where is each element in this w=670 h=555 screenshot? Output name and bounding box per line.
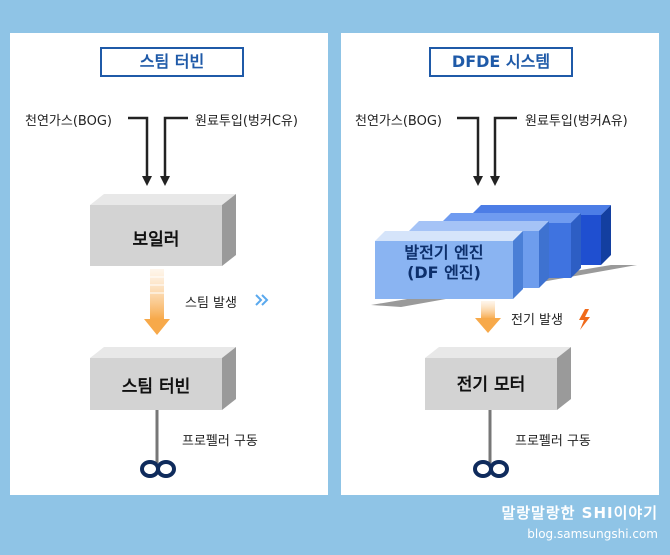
- blog-brand: 말랑말랑한 SHI이야기: [501, 504, 658, 522]
- arrowhead-icon: [142, 176, 152, 186]
- input-label-right: 원료투입(벙커C유): [195, 114, 298, 129]
- motor-box: [425, 347, 571, 410]
- boiler-box: [90, 194, 236, 266]
- arrowhead-icon: [473, 176, 483, 186]
- arrowhead-icon: [160, 176, 170, 186]
- panel-title: 스팀 터빈: [100, 47, 244, 77]
- dfde-panel: DFDE 시스템: [341, 33, 659, 495]
- step-label: 전기 발생: [511, 313, 563, 328]
- boiler-label: 보일러: [132, 230, 180, 250]
- input-pipe-left: [457, 116, 480, 180]
- output-label: 프로펠러 구동: [182, 434, 258, 449]
- engine-label-line1: 발전기 엔진: [404, 243, 484, 262]
- output-label: 프로펠러 구동: [515, 434, 591, 449]
- step-label: 스팀 발생: [185, 296, 237, 311]
- electric-flow-arrow: [475, 301, 501, 333]
- propeller-icon: [140, 460, 176, 478]
- turbine-box: [90, 347, 236, 410]
- input-pipe-left: [128, 116, 149, 180]
- blog-url: blog.samsungshi.com: [527, 527, 658, 541]
- panel-title: DFDE 시스템: [429, 47, 573, 77]
- steam-wave-icon: [255, 294, 269, 306]
- engine-label-line2: (DF 엔진): [407, 263, 481, 282]
- motor-label: 전기 모터: [456, 375, 526, 395]
- arrowhead-icon: [490, 176, 500, 186]
- lightning-icon: [579, 309, 590, 330]
- dfde-diagram: [371, 116, 637, 478]
- steam-flow-arrow: [144, 269, 170, 335]
- steam-turbine-diagram: [90, 116, 269, 478]
- input-label-left: 천연가스(BOG): [355, 114, 442, 129]
- input-pipe-right: [493, 116, 517, 180]
- propeller-icon: [473, 460, 509, 478]
- engine-block-1: [375, 231, 523, 299]
- turbine-label: 스팀 터빈: [121, 377, 191, 397]
- input-label-right: 원료투입(벙커A유): [525, 114, 628, 129]
- input-label-left: 천연가스(BOG): [25, 114, 112, 129]
- steam-turbine-panel: 스팀 터빈: [10, 33, 328, 495]
- input-pipe-right: [163, 116, 188, 180]
